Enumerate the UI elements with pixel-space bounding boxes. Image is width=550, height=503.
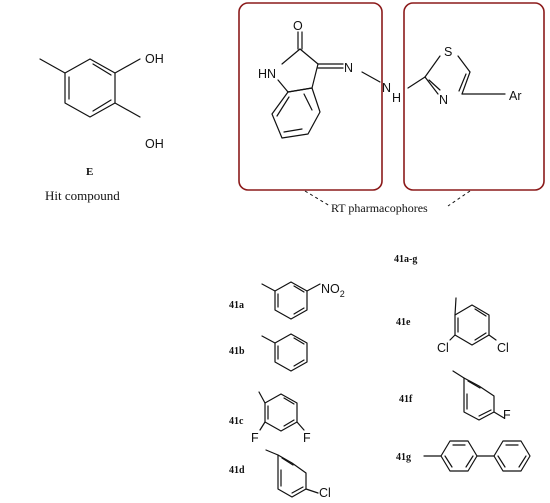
sub-41d-structure (265, 449, 319, 498)
sub-41b-label: 41b (229, 346, 245, 357)
sub-41e-group-2: Cl (497, 341, 509, 355)
scaffold-o: O (293, 19, 303, 33)
hit-caption: Hit compound (45, 188, 120, 203)
scaffold-h: H (392, 91, 401, 105)
sub-41f-label: 41f (399, 394, 413, 405)
sub-41d-label: 41d (229, 465, 245, 476)
sub-41c-label: 41c (229, 416, 244, 427)
sub-41g-structure (423, 440, 531, 472)
pharmacophore-caption: RT pharmacophores (331, 201, 428, 215)
scaffold-structure (271, 31, 506, 139)
sub-41a-label: 41a (229, 300, 244, 311)
hit-oh-top: OH (145, 52, 164, 66)
sub-41c-structure (258, 391, 305, 432)
scaffold-ar: Ar (509, 89, 522, 103)
sub-41g-label: 41g (396, 452, 411, 463)
pharmacophore-connector-right (447, 190, 471, 207)
scaffold-n1: N (344, 61, 353, 75)
isatin-pharmacophore-box (238, 2, 383, 191)
sub-41f-structure (452, 370, 505, 421)
pharmacophore-connector-left (304, 190, 331, 207)
scaffold-n3: N (439, 93, 448, 107)
sub-41c-group-1: F (251, 431, 259, 445)
scaffold-hn: HN (258, 67, 276, 81)
thiazole-pharmacophore-box (403, 2, 545, 191)
hit-compound-structure (39, 58, 141, 118)
sub-41e-group-1: Cl (437, 341, 449, 355)
sub-41b-structure (261, 333, 308, 372)
sub-41e-structure (449, 297, 497, 346)
series-label: 41a-g (394, 254, 417, 265)
sub-41e-label: 41e (396, 317, 411, 328)
sub-41c-group-2: F (303, 431, 311, 445)
sub-41a-structure (261, 281, 321, 320)
hit-label: E (86, 166, 93, 178)
scaffold-s: S (444, 45, 452, 59)
sub-41a-group: NO2 (321, 282, 345, 299)
sub-41d-group: Cl (319, 486, 331, 500)
hit-oh-bottom: OH (145, 137, 164, 151)
sub-41f-group: F (503, 408, 511, 422)
scaffold-n2: N (382, 81, 391, 95)
